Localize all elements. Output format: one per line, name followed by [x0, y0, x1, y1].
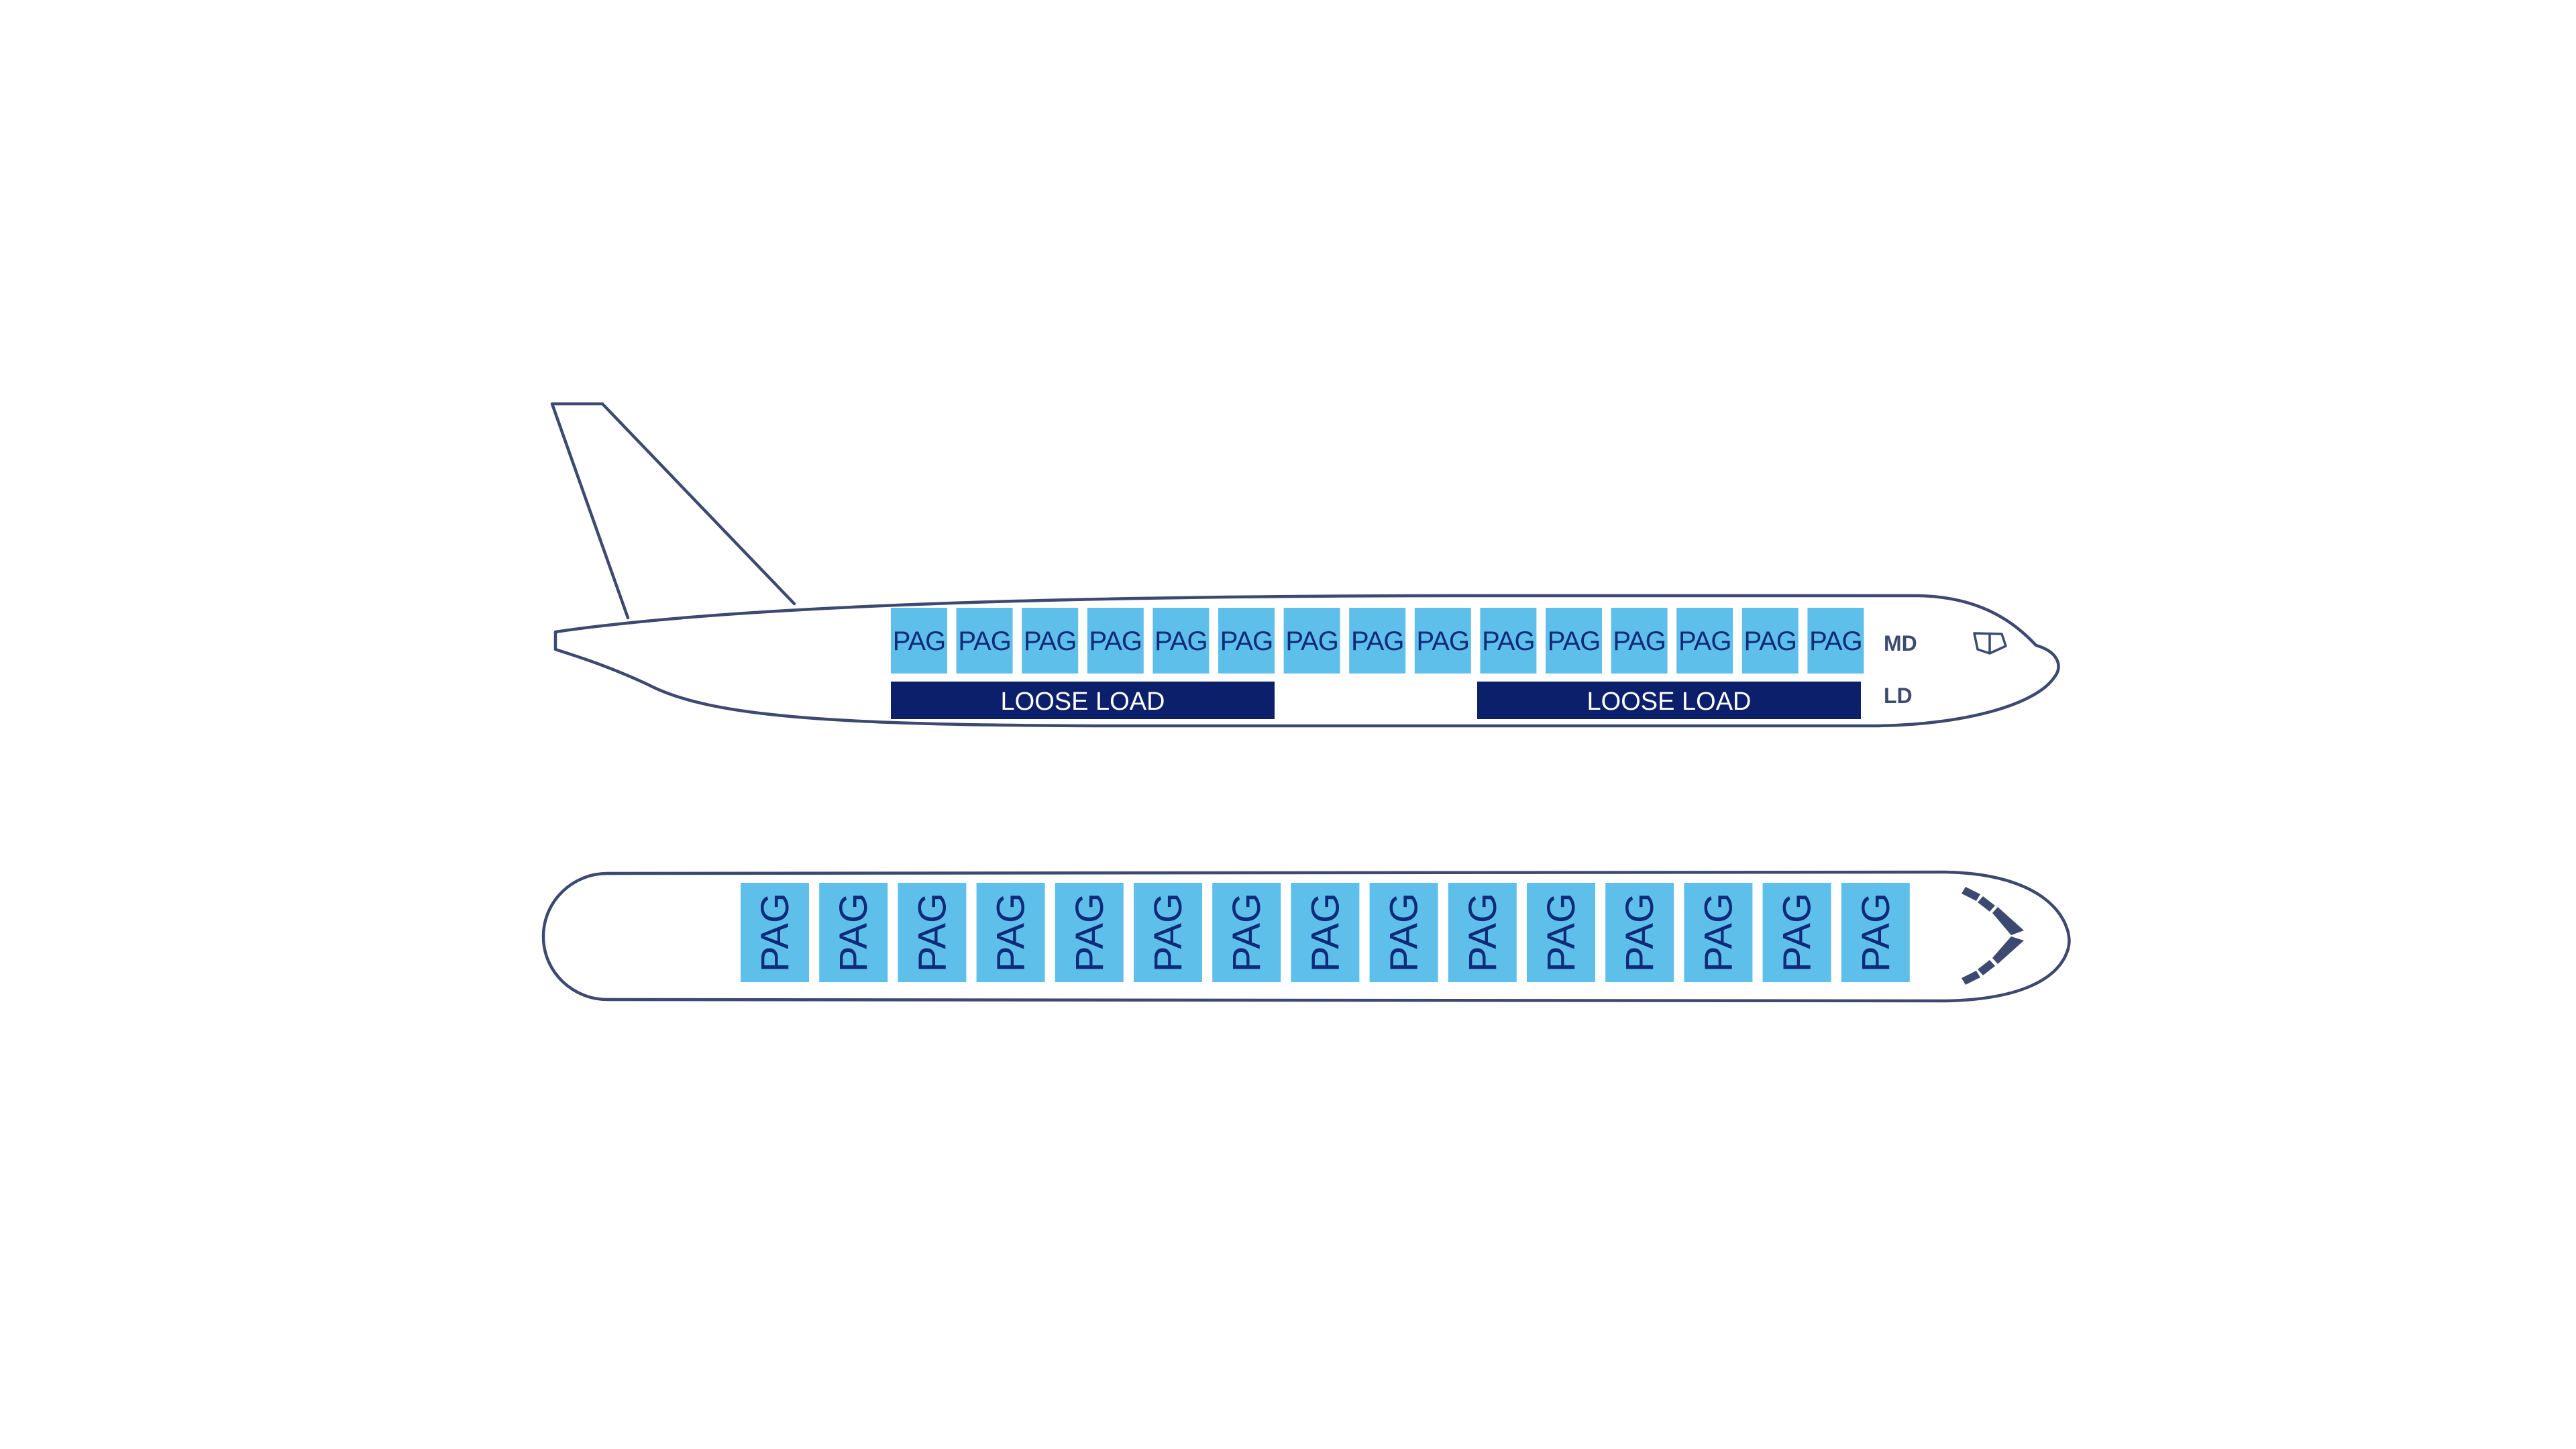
top-view-pallet-label-9: PAG: [1383, 893, 1426, 972]
main-deck-pallet-9: [1414, 608, 1471, 674]
main-deck-pallet-label-12: PAG: [1613, 627, 1666, 656]
main-deck-pallet-label-13: PAG: [1678, 627, 1731, 656]
top-view-pallet-8: [1291, 883, 1360, 982]
main-deck-pallet-label-15: PAG: [1809, 627, 1862, 656]
main-deck-pallets: PAG PAG PAG PAG PAG PAG PAG PAG PAG PAG PAG PAG PAG P…: [891, 608, 1864, 674]
lower-deck-hold-fwd: LOOSE LOAD: [1477, 682, 1861, 719]
lower-deck-hold-aft: LOOSE LOAD: [891, 682, 1275, 719]
main-deck-pallet-11: [1546, 608, 1602, 674]
top-view-pallet-10: [1448, 883, 1517, 982]
top-view-pallet-5: [1055, 883, 1124, 982]
main-deck-pallet-2: [956, 608, 1013, 674]
nose-chevron-icon: [1962, 887, 2024, 985]
top-view-pallet-label-13: PAG: [1697, 893, 1740, 972]
main-deck-pallet-label-4: PAG: [1089, 627, 1142, 656]
top-view-pallet-label-6: PAG: [1146, 893, 1190, 972]
top-view-pallet-2: [819, 883, 888, 982]
main-deck-pallet-label-8: PAG: [1351, 627, 1404, 656]
main-deck-pallet-3: [1022, 608, 1079, 674]
top-view-pallet-14: [1762, 883, 1831, 982]
cockpit-window-icon: [1973, 632, 2007, 655]
top-view-pallet-12: [1605, 883, 1674, 982]
main-deck-pallet-13: [1676, 608, 1733, 674]
main-deck-pallet-label-7: PAG: [1285, 627, 1338, 656]
tail-fin-outline: [550, 402, 796, 620]
main-deck-pallet-5: [1152, 608, 1210, 674]
main-deck-pallet-label-14: PAG: [1744, 627, 1797, 656]
top-view-pallet-13: [1684, 883, 1753, 982]
top-view-pallet-label-7: PAG: [1225, 893, 1269, 972]
top-view-pallet-label-11: PAG: [1540, 893, 1583, 972]
top-view-pallet-9: [1369, 883, 1438, 982]
lower-deck-hold-fwd-label: LOOSE LOAD: [1587, 688, 1752, 716]
main-deck-pallet-4: [1087, 608, 1144, 674]
main-deck-pallet-label-2: PAG: [958, 627, 1011, 656]
top-view-pallet-label-14: PAG: [1776, 893, 1819, 972]
top-view-pallet-label-1: PAG: [753, 893, 797, 972]
main-deck-pallet-label-1: PAG: [893, 627, 946, 656]
top-view-pallet-label-8: PAG: [1303, 893, 1347, 972]
top-view-pallet-label-4: PAG: [989, 893, 1033, 972]
main-deck-pallet-label-9: PAG: [1417, 627, 1470, 656]
top-view-pallets: PAG PAG PAG PAG PAG PAG PAG PAG PAG PAG PAG PAG PAG P…: [741, 883, 1910, 982]
main-deck-pallet-12: [1611, 608, 1668, 674]
main-deck-pallet-10: [1480, 608, 1537, 674]
main-deck-pallet-1: [891, 608, 947, 674]
main-deck-pallet-14: [1741, 608, 1799, 674]
side-view: PAG PAG PAG PAG PAG PAG PAG PAG PAG PAG PAG PAG PAG P…: [550, 402, 2060, 728]
lower-deck-hold-fwd-box: [1477, 682, 1861, 719]
main-deck-pallet-label-11: PAG: [1548, 627, 1601, 656]
main-deck-pallet-6: [1218, 608, 1275, 674]
top-view-pallet-3: [898, 883, 967, 982]
lower-deck-hold-aft-label: LOOSE LOAD: [1001, 688, 1165, 716]
top-view-pallet-4: [976, 883, 1045, 982]
lower-deck-hold-aft-box: [891, 682, 1275, 719]
top-view-pallet-11: [1527, 883, 1595, 982]
top-view-pallet-label-3: PAG: [910, 893, 954, 972]
top-view-pallet-label-2: PAG: [832, 893, 875, 972]
top-view-pallet-label-10: PAG: [1461, 893, 1505, 972]
main-deck-pallet-label-5: PAG: [1155, 627, 1208, 656]
main-deck-pallet-label-6: PAG: [1220, 627, 1273, 656]
top-view-pallet-1: [741, 883, 809, 982]
top-view-pallet-label-12: PAG: [1618, 893, 1662, 972]
main-deck-pallet-15: [1807, 608, 1864, 674]
main-deck-pallet-7: [1283, 608, 1340, 674]
main-deck-pallet-8: [1349, 608, 1406, 674]
top-view-pallet-7: [1212, 883, 1281, 982]
top-view-pallet-15: [1841, 883, 1910, 982]
lower-deck-label: LD: [1884, 684, 1913, 708]
top-view-pallet-label-5: PAG: [1068, 893, 1112, 972]
main-deck-label: MD: [1884, 631, 1917, 655]
main-deck-pallet-label-10: PAG: [1482, 627, 1535, 656]
top-view-pallet-6: [1134, 883, 1202, 982]
top-view-pallet-label-15: PAG: [1854, 893, 1898, 972]
main-deck-pallet-label-3: PAG: [1024, 627, 1077, 656]
top-view: PAG PAG PAG PAG PAG PAG PAG PAG PAG PAG PAG PAG PAG P…: [541, 870, 2071, 1003]
